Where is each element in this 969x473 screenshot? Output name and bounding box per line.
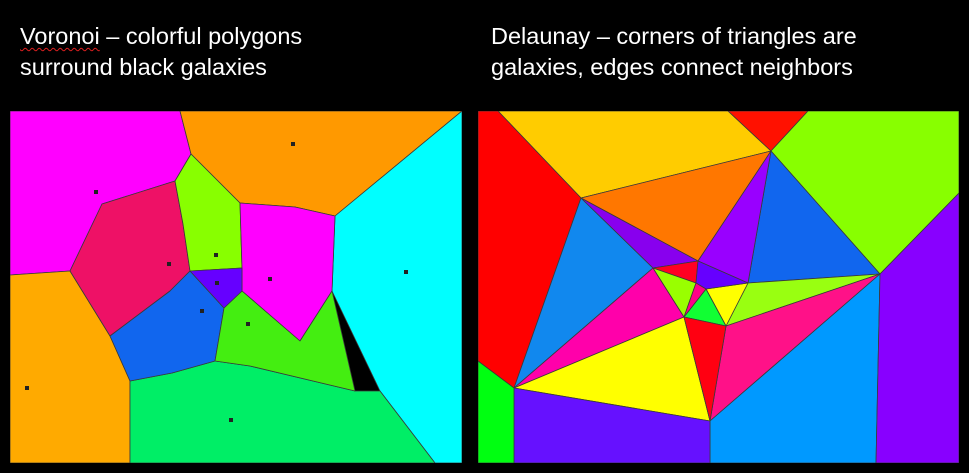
delaunay-diagram [478, 111, 959, 463]
galaxy-point [229, 418, 233, 422]
galaxy-point [215, 281, 219, 285]
galaxy-point [214, 253, 218, 257]
galaxy-point [246, 322, 250, 326]
delaunay-triangle [478, 360, 515, 463]
voronoi-caption-line-2: surround black galaxies [20, 54, 267, 80]
delaunay-caption-line-1: Delaunay – corners of triangles are [491, 23, 857, 49]
voronoi-cell [189, 267, 243, 309]
galaxy-point [167, 262, 171, 266]
voronoi-caption: Voronoi – colorful polygons surround bla… [20, 21, 302, 83]
galaxy-point [25, 386, 29, 390]
delaunay-triangle [875, 192, 959, 463]
voronoi-diagram [10, 111, 462, 463]
voronoi-cell [214, 290, 356, 392]
delaunay-caption: Delaunay – corners of triangles are gala… [491, 21, 857, 83]
delaunay-triangle [683, 316, 727, 422]
voronoi-term: Voronoi [20, 23, 100, 49]
galaxy-point [94, 190, 98, 194]
galaxy-point [268, 277, 272, 281]
delaunay-triangle [683, 282, 707, 318]
galaxy-point [200, 309, 204, 313]
galaxy-point [291, 142, 295, 146]
voronoi-caption-rest: – colorful polygons [99, 23, 303, 49]
voronoi-caption-line-1: Voronoi – colorful polygons [20, 21, 302, 52]
galaxy-point [404, 270, 408, 274]
delaunay-caption-line-2: galaxies, edges connect neighbors [491, 54, 853, 80]
